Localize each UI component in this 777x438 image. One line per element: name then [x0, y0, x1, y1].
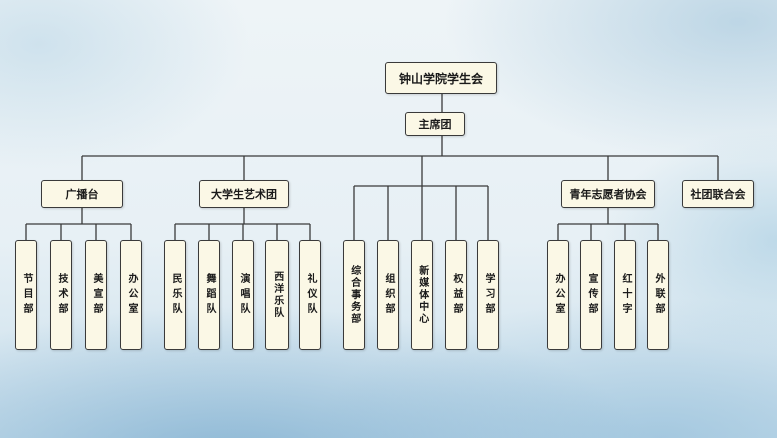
sub-label: 组织部	[383, 272, 394, 318]
dept-label: 青年志愿者协会	[569, 188, 647, 201]
dept-node-volunteer: 青年志愿者协会	[561, 180, 655, 208]
sub-node: 办公室	[120, 240, 142, 350]
sub-node: 综合事务部	[343, 240, 365, 350]
sub-node: 美宣部	[85, 240, 107, 350]
sub-label: 演唱队	[238, 272, 249, 318]
sub-label: 红十字	[620, 272, 631, 318]
dept-node-club-union: 社团联合会	[682, 180, 754, 208]
sub-label: 舞蹈队	[204, 272, 215, 318]
presidium-node: 主席团	[405, 112, 465, 136]
sub-label: 礼仪队	[305, 272, 316, 318]
sub-label: 节目部	[21, 272, 32, 318]
root-label: 钟山学院学生会	[398, 71, 483, 86]
sub-node: 办公室	[547, 240, 569, 350]
sub-label: 美宣部	[91, 272, 102, 318]
dept-label: 广播台	[65, 188, 99, 201]
root-node: 钟山学院学生会	[385, 62, 497, 94]
sub-label: 学习部	[483, 272, 494, 318]
sub-node: 权益部	[445, 240, 467, 350]
sub-label: 新媒体中心	[416, 265, 428, 325]
sub-node: 组织部	[377, 240, 399, 350]
sub-node: 节目部	[15, 240, 37, 350]
sub-label: 办公室	[126, 272, 137, 318]
sub-node: 红十字	[614, 240, 636, 350]
presidium-label: 主席团	[418, 118, 452, 131]
sub-label: 外联部	[653, 272, 664, 318]
sub-node: 西洋乐队	[265, 240, 289, 350]
dept-label: 社团联合会	[690, 188, 746, 201]
sub-node: 宣传部	[580, 240, 602, 350]
sub-label: 宣传部	[586, 272, 597, 318]
dept-label: 大学生艺术团	[211, 188, 277, 201]
sub-label: 办公室	[553, 272, 564, 318]
sub-node: 学习部	[477, 240, 499, 350]
sub-node: 礼仪队	[299, 240, 321, 350]
sub-node: 外联部	[647, 240, 669, 350]
sub-label: 综合事务部	[348, 265, 360, 325]
sub-node: 新媒体中心	[411, 240, 433, 350]
dept-node-art-troupe: 大学生艺术团	[199, 180, 289, 208]
sub-label: 民乐队	[170, 272, 181, 318]
sub-node: 舞蹈队	[198, 240, 220, 350]
sub-node: 技术部	[50, 240, 72, 350]
sub-label: 权益部	[451, 272, 462, 318]
dept-node-broadcast: 广播台	[41, 180, 123, 208]
sub-label: 技术部	[56, 272, 67, 318]
sub-node: 演唱队	[232, 240, 254, 350]
sub-label: 西洋乐队	[271, 271, 283, 319]
sub-node: 民乐队	[164, 240, 186, 350]
